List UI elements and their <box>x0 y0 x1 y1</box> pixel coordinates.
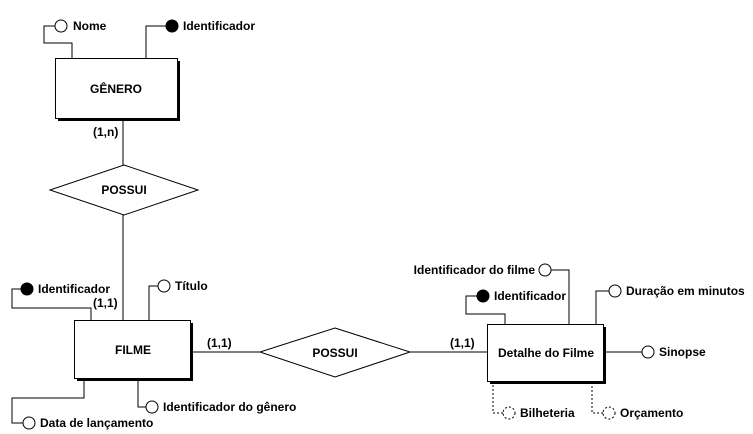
entity-genero-label: GÊNERO <box>90 81 142 96</box>
relationship-genero-filme[interactable]: POSSUI <box>48 164 200 216</box>
attribute-open-circle <box>54 19 68 33</box>
attribute-duracao-label: Duração em minutos <box>626 284 745 298</box>
cardinality-filme-right: (1,1) <box>207 336 232 350</box>
attribute-filme-identificador[interactable]: Identificador <box>20 282 110 296</box>
cardinality-filme-top: (1,1) <box>93 296 118 310</box>
attribute-titulo[interactable]: Título <box>157 279 208 293</box>
attribute-nome-label: Nome <box>73 19 107 33</box>
connector-lines <box>11 25 642 424</box>
line-attr-filme-id <box>11 288 92 320</box>
line-attr-bilheteria <box>492 382 503 414</box>
attribute-sinopse-label: Sinopse <box>659 345 706 359</box>
attribute-optional-circle <box>602 406 616 420</box>
relationship-filme-detalhe[interactable]: POSSUI <box>258 327 412 378</box>
entity-genero[interactable]: GÊNERO <box>55 58 181 122</box>
attribute-open-circle <box>157 279 171 293</box>
line-attr-duracao <box>595 290 609 324</box>
entity-filme-box <box>74 320 191 379</box>
line-attr-id-genero <box>137 379 147 408</box>
attribute-identificador-genero-label: Identificador do gênero <box>163 400 296 414</box>
attribute-detalhe-identificador-label: Identificador <box>494 289 566 303</box>
line-attr-id-filme <box>551 269 570 324</box>
relationship-genero-filme-diamond <box>48 164 200 216</box>
attribute-detalhe-identificador[interactable]: Identificador <box>476 289 566 303</box>
attribute-orcamento[interactable]: Orçamento <box>602 406 683 420</box>
attribute-bilheteria-label: Bilheteria <box>520 406 575 420</box>
relationship-filme-detalhe-diamond <box>258 327 412 378</box>
attribute-key-circle <box>476 289 490 303</box>
attribute-filme-identificador-label: Identificador <box>38 282 110 296</box>
attribute-bilheteria[interactable]: Bilheteria <box>502 406 575 420</box>
attribute-orcamento-label: Orçamento <box>620 406 683 420</box>
line-attr-nome <box>43 25 73 58</box>
attribute-data-lancamento[interactable]: Data de lançamento <box>22 416 153 430</box>
entity-filme-label: FILME <box>115 343 151 357</box>
line-attr-genero-id <box>145 25 167 58</box>
attribute-open-circle <box>145 400 159 414</box>
attribute-sinopse[interactable]: Sinopse <box>641 345 706 359</box>
entity-genero-box <box>55 58 178 119</box>
attribute-key-circle <box>20 282 34 296</box>
attribute-identificador-filme-label: Identificador do filme <box>414 263 536 277</box>
entity-detalhe-box <box>487 324 604 382</box>
attribute-data-lancamento-label: Data de lançamento <box>40 416 153 430</box>
attribute-duracao[interactable]: Duração em minutos <box>608 284 745 298</box>
attribute-key-circle <box>165 19 179 33</box>
attribute-open-circle <box>538 263 552 277</box>
attribute-identificador-filme[interactable]: Identificador do filme <box>414 263 552 277</box>
relationship-filme-detalhe-label: POSSUI <box>312 346 357 360</box>
attribute-open-circle <box>608 284 622 298</box>
cardinality-detalhe-left: (1,1) <box>450 336 475 350</box>
entity-detalhe[interactable]: Detalhe do Filme <box>487 324 607 385</box>
line-attr-titulo <box>148 285 159 320</box>
entity-detalhe-label: Detalhe do Filme <box>498 346 594 360</box>
cardinalities: (1,n) (1,1) (1,1) (1,1) <box>93 125 475 350</box>
attribute-genero-identificador-label: Identificador <box>183 19 255 33</box>
line-attr-orcamento <box>591 382 603 414</box>
line-attr-detalhe-id <box>465 295 506 324</box>
attribute-nome[interactable]: Nome <box>54 19 107 33</box>
relationship-genero-filme-label: POSSUI <box>101 183 146 197</box>
cardinality-genero: (1,n) <box>93 125 118 139</box>
attribute-open-circle <box>641 345 655 359</box>
attribute-identificador-genero[interactable]: Identificador do gênero <box>145 400 296 414</box>
attribute-open-circle <box>22 416 36 430</box>
entity-filme[interactable]: FILME <box>74 320 194 382</box>
attribute-titulo-label: Título <box>175 279 208 293</box>
line-attr-data <box>11 379 85 424</box>
attribute-genero-identificador[interactable]: Identificador <box>165 19 255 33</box>
attribute-optional-circle <box>502 406 516 420</box>
